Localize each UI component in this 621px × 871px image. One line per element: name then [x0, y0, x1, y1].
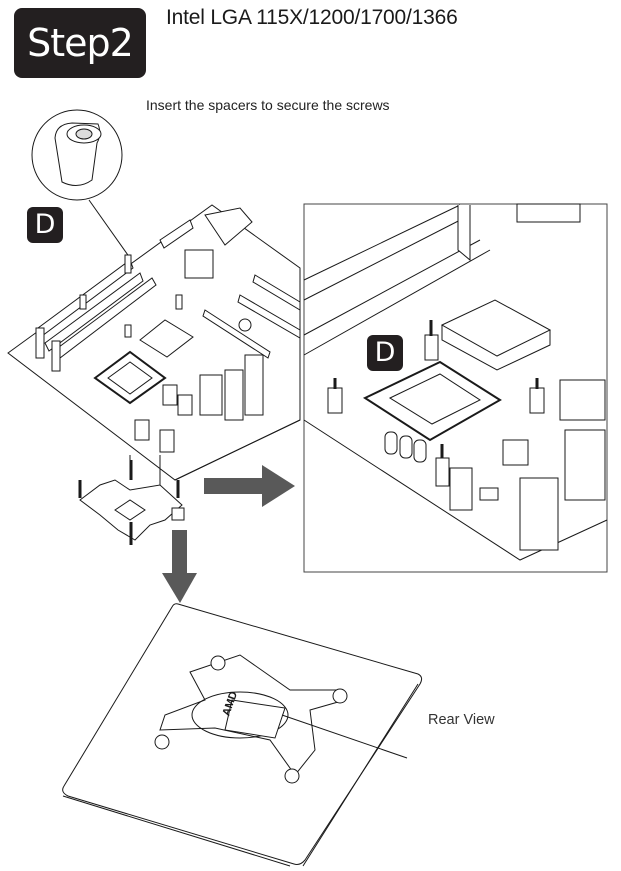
inset-part-d-badge: D — [367, 335, 403, 371]
arrow-right-icon — [204, 465, 295, 507]
motherboard — [7, 204, 301, 500]
part-d-badge: D — [27, 207, 63, 243]
backplate-rear-view — [62, 603, 423, 867]
inset-detail-frame — [303, 203, 608, 573]
instruction-text: Insert the spacers to secure the screws — [146, 97, 390, 113]
arrow-down-icon — [162, 530, 197, 603]
page-title: Intel LGA 115X/1200/1700/1366 — [166, 6, 458, 29]
spacer-detail-callout — [31, 109, 131, 259]
step-badge: Step2 — [14, 8, 146, 78]
rear-view-label: Rear View — [428, 712, 495, 728]
intel-backplate-bracket — [78, 460, 185, 545]
